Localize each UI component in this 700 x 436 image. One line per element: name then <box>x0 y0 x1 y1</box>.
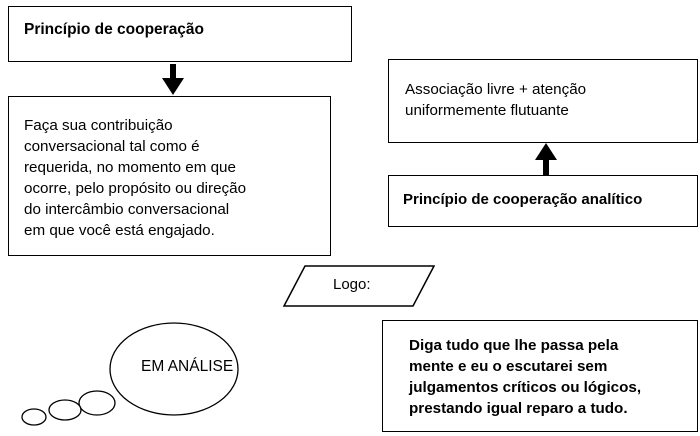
maxim-line: em que você está engajado. <box>24 222 215 239</box>
analytic-cooperation-box: Princípio de cooperação analítico <box>388 175 698 227</box>
cooperation-principle-box: Princípio de cooperação <box>8 6 352 62</box>
thought-bubble-dot-large <box>78 390 116 416</box>
logo-label: Logo: <box>333 276 371 293</box>
instruction-box: Diga tudo que lhe passa pela mente e eu … <box>382 320 698 432</box>
maxim-line: conversacional tal como é <box>24 138 200 155</box>
maxim-line: requerida, no momento em que <box>24 159 236 176</box>
association-line: uniformemente flutuante <box>405 102 569 119</box>
maxim-line: do intercâmbio conversacional <box>24 201 230 218</box>
instruction-line: Diga tudo que lhe passa pela <box>409 337 619 354</box>
arrow-up-icon <box>535 143 557 175</box>
thought-bubble <box>21 322 239 426</box>
arrow-down-icon <box>162 64 184 95</box>
thought-bubble-label: EM ANÁLISE <box>141 358 234 375</box>
thought-bubble-dot-small <box>21 408 47 426</box>
thought-bubble-dot-medium <box>48 399 82 421</box>
instruction-line: mente e eu o escutarei sem <box>409 358 608 375</box>
logo-parallelogram <box>283 265 435 307</box>
analytic-cooperation-title: Princípio de cooperação analítico <box>403 191 643 208</box>
cooperation-principle-title: Princípio de cooperação <box>24 21 205 38</box>
maxim-line: ocorre, pelo propósito ou direção <box>24 180 247 197</box>
association-box: Associação livre + atenção uniformemente… <box>388 59 698 143</box>
instruction-line: julgamentos críticos ou lógicos, <box>409 379 642 396</box>
thought-bubble-main <box>109 322 239 416</box>
instruction-line: prestando igual reparo a tudo. <box>409 400 628 417</box>
association-line: Associação livre + atenção <box>405 81 587 98</box>
maxim-line: Faça sua contribuição <box>24 117 173 134</box>
maxim-box: Faça sua contribuição conversacional tal… <box>8 96 331 256</box>
